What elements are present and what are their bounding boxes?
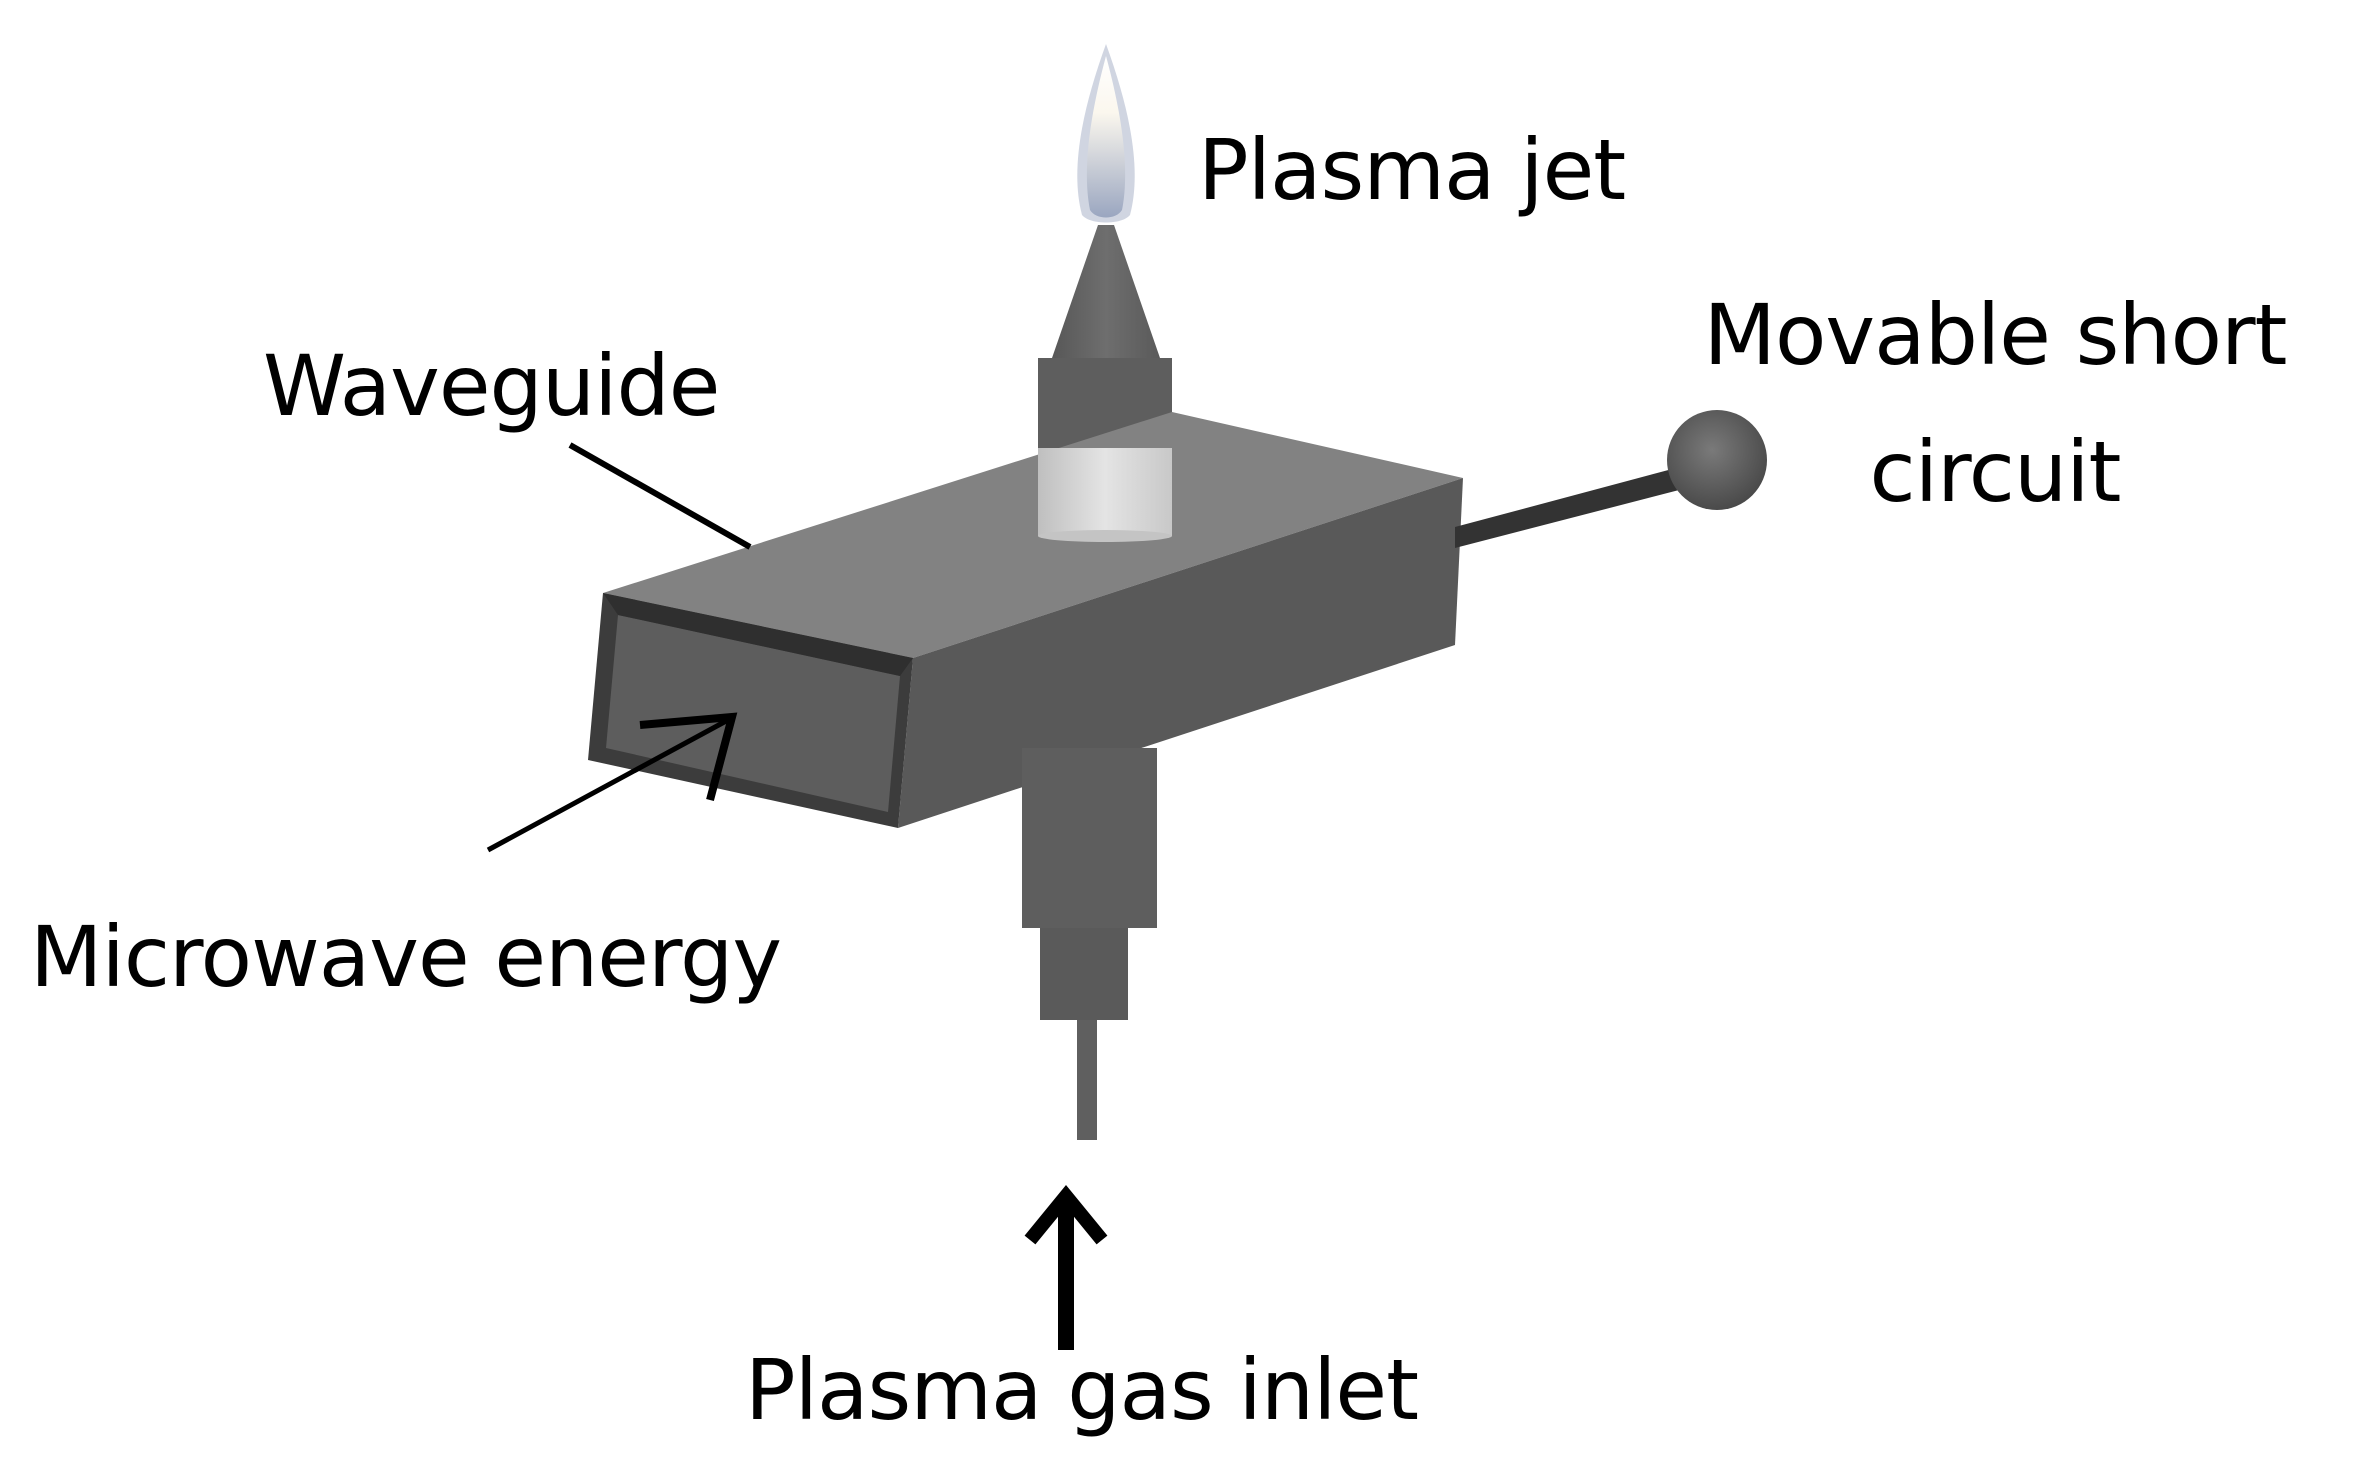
label-microwave-energy: Microwave energy [30,908,782,1006]
waveguide-leader-line [568,442,752,550]
gas-inlet-arrow [1024,1184,1108,1350]
waveguide-top-face [603,412,1463,658]
inlet-pipe-middle [1040,928,1128,1020]
label-plasma-gas-inlet: Plasma gas inlet [745,1341,1419,1439]
microwave-energy-arrow [486,712,738,853]
label-plasma-jet: Plasma jet [1198,121,1626,219]
label-movable-short-line2: circuit [1869,423,2122,521]
waveguide-opening [606,615,900,812]
waveguide-side-face [898,478,1463,828]
short-circuit-knob [1667,410,1767,510]
short-circuit-rod [1455,460,1710,548]
inlet-pipe-upper [1022,748,1157,928]
inlet-pipe-lower [1077,1020,1097,1140]
label-waveguide: Waveguide [263,337,720,435]
nozzle-cone [1052,225,1160,358]
plasma-flame [1077,44,1135,223]
label-movable-short-line1: Movable short [1703,286,2288,384]
